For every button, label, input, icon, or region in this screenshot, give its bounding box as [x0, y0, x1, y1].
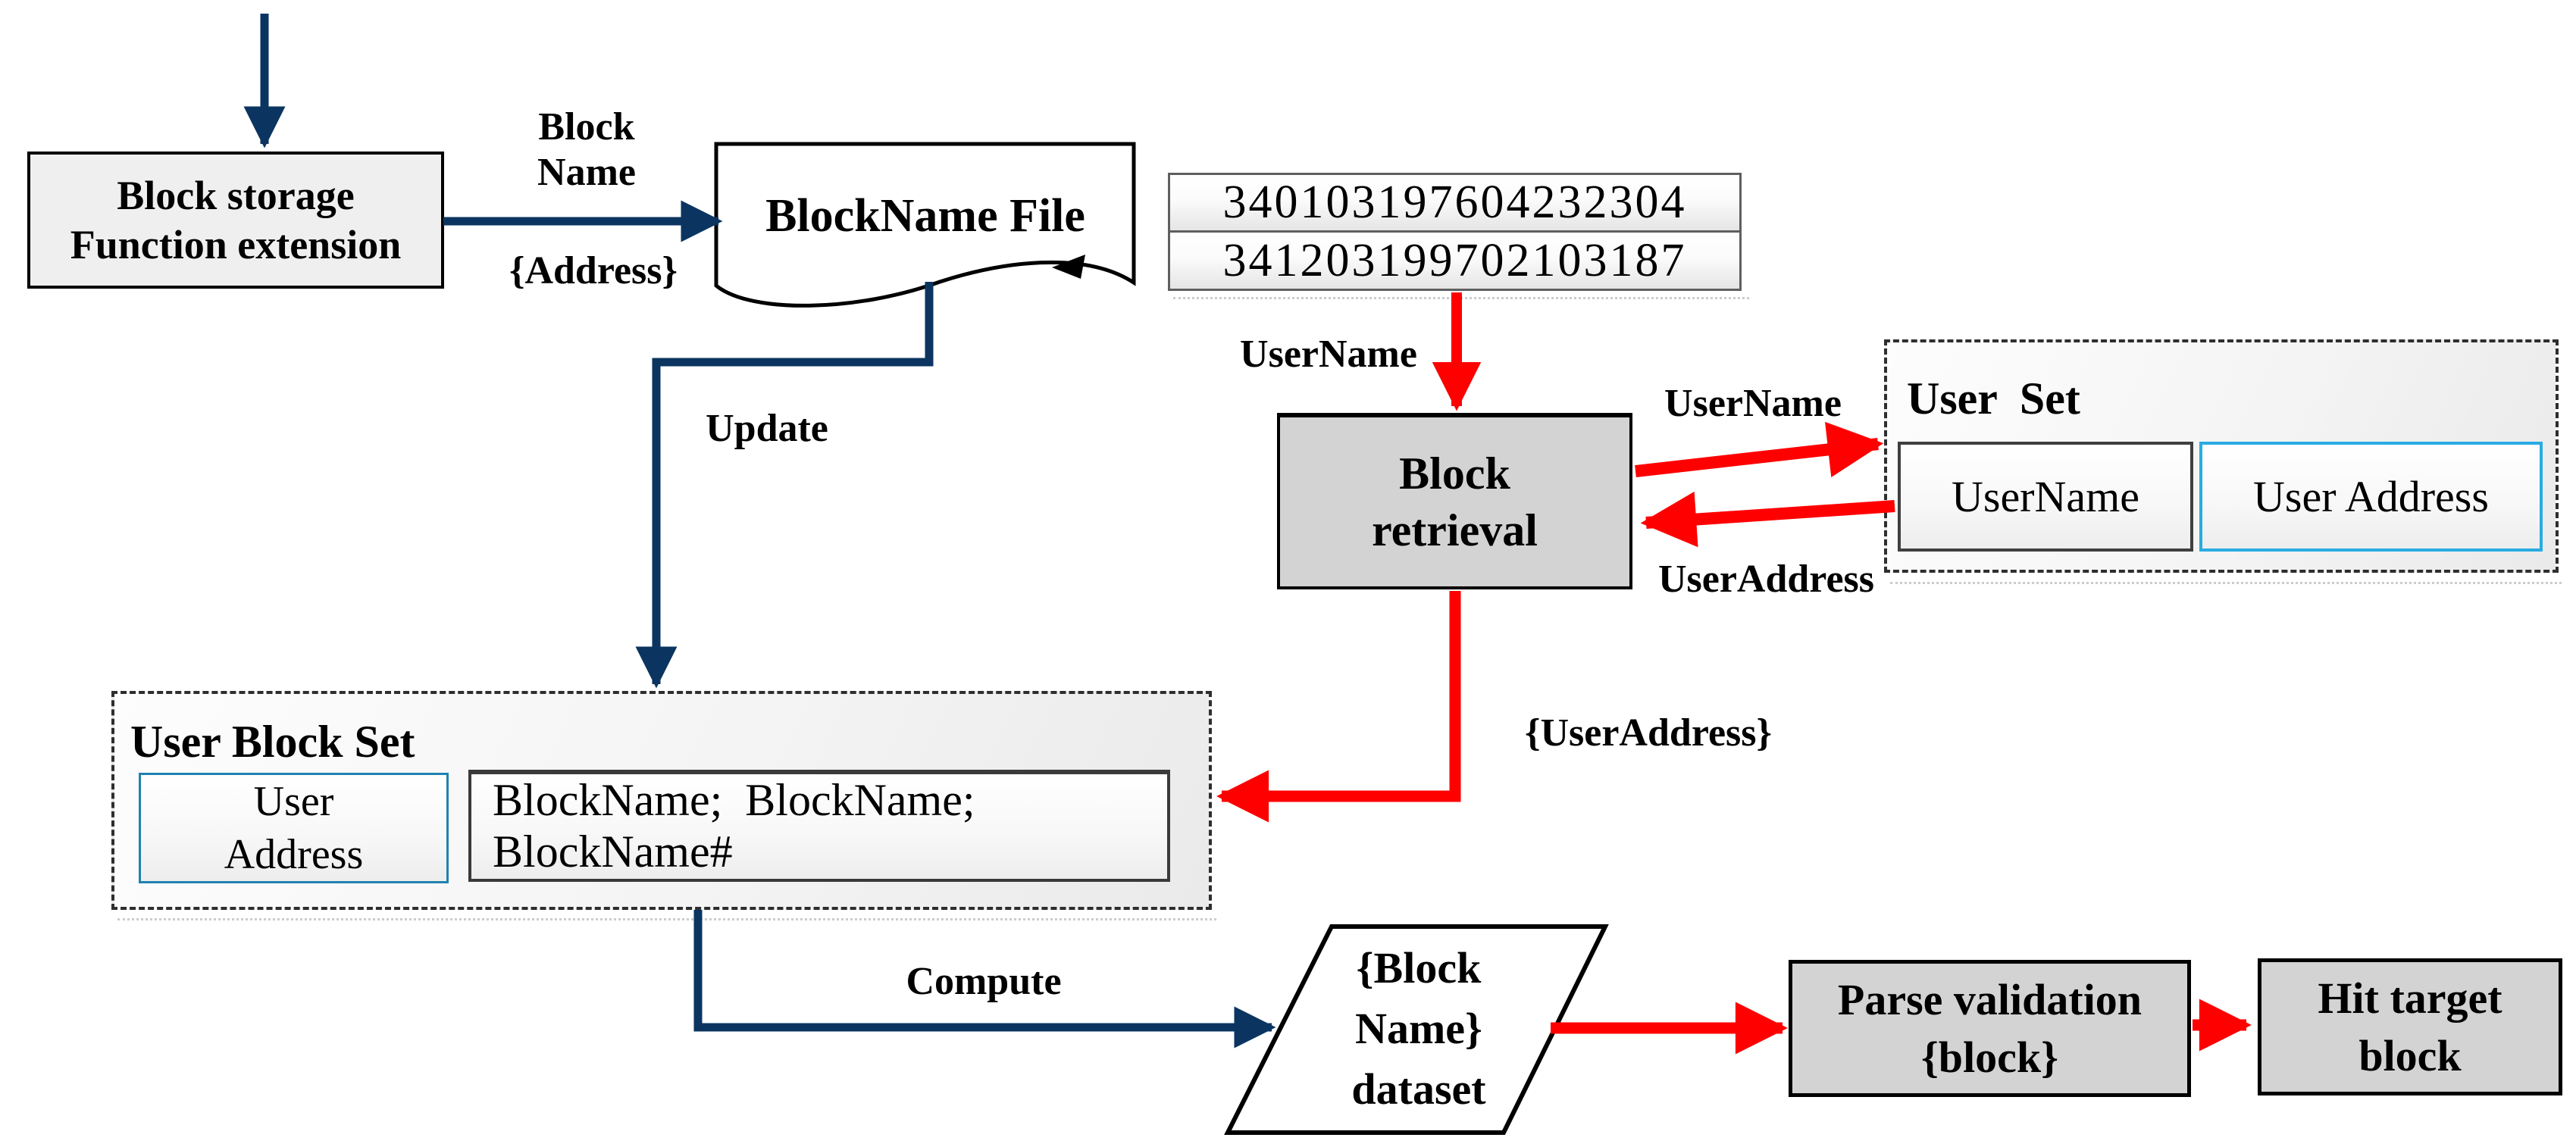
- ubs-user-address-box: User Address: [139, 773, 449, 883]
- dataset-line1: {Block: [1356, 942, 1482, 992]
- id-row-2-value: 341203199702103187: [1222, 234, 1687, 286]
- ubs-user-line1: User: [253, 778, 334, 825]
- node-block-storage-line2: Function extension: [70, 221, 402, 267]
- node-block-retrieval: Block retrieval: [1277, 413, 1632, 589]
- label-block-name: Block Name: [496, 105, 678, 195]
- parse-validation-line2: {block}: [1920, 1032, 2059, 1082]
- user-set-username-box: UserName: [1898, 442, 2193, 552]
- label-update: Update: [706, 407, 828, 450]
- label-useraddress-brace: {UserAddress}: [1524, 711, 1772, 755]
- blockname-file-text: BlockName File: [765, 189, 1085, 242]
- shadow-under-user-block-set: [117, 918, 1216, 920]
- dataset-line2: Name}: [1355, 1003, 1482, 1053]
- hit-target-line1: Hit target: [2318, 974, 2502, 1024]
- node-parse-validation: Parse validation {block}: [1789, 960, 2191, 1097]
- dataset-line3: dataset: [1351, 1064, 1486, 1114]
- user-set-useraddress-text: User Address: [2253, 472, 2489, 521]
- parse-validation-line1: Parse validation: [1837, 975, 2142, 1025]
- node-block-storage-line1: Block storage: [117, 172, 355, 218]
- node-hit-target: Hit target block: [2258, 958, 2562, 1095]
- block-retrieval-line1: Block: [1399, 448, 1510, 498]
- block-retrieval-line2: retrieval: [1372, 505, 1538, 555]
- label-compute: Compute: [906, 960, 1062, 1003]
- shadow-under-user-set: [1890, 582, 2562, 584]
- node-blockname-file-label: BlockName File: [716, 167, 1135, 265]
- label-username-top: UserName: [1240, 333, 1417, 376]
- node-dataset-label: {Block Name} dataset: [1267, 938, 1570, 1120]
- label-useraddress-return: UserAddress: [1657, 558, 1875, 601]
- ubs-blockname-box: BlockName; BlockName; BlockName#: [468, 770, 1170, 882]
- user-set-username-text: UserName: [1951, 472, 2139, 521]
- label-username-to-userset: UserName: [1664, 382, 1842, 425]
- label-block-name-line2: Name: [537, 150, 636, 194]
- ubs-user-line2: Address: [224, 831, 364, 878]
- user-set-title: User Set: [1907, 373, 2080, 423]
- id-row-1: 340103197604232304: [1168, 173, 1742, 233]
- shadow-under-id-list: [1173, 297, 1749, 299]
- node-block-storage: Block storage Function extension: [27, 152, 444, 289]
- hit-target-line2: block: [2358, 1030, 2462, 1080]
- dataset-shape: [1224, 924, 1609, 1135]
- ubs-blocks-line2: BlockName#: [493, 827, 733, 877]
- label-address: {Address}: [509, 249, 678, 292]
- id-row-1-value: 340103197604232304: [1222, 177, 1687, 228]
- label-block-name-line1: Block: [538, 105, 635, 148]
- id-row-2: 341203199702103187: [1168, 230, 1742, 291]
- user-block-set-title: User Block Set: [130, 717, 415, 767]
- ubs-blocks-line1: BlockName; BlockName;: [493, 775, 975, 826]
- user-set-useraddress-box: User Address: [2199, 442, 2543, 552]
- wave-arrowhead-icon: [1052, 255, 1085, 279]
